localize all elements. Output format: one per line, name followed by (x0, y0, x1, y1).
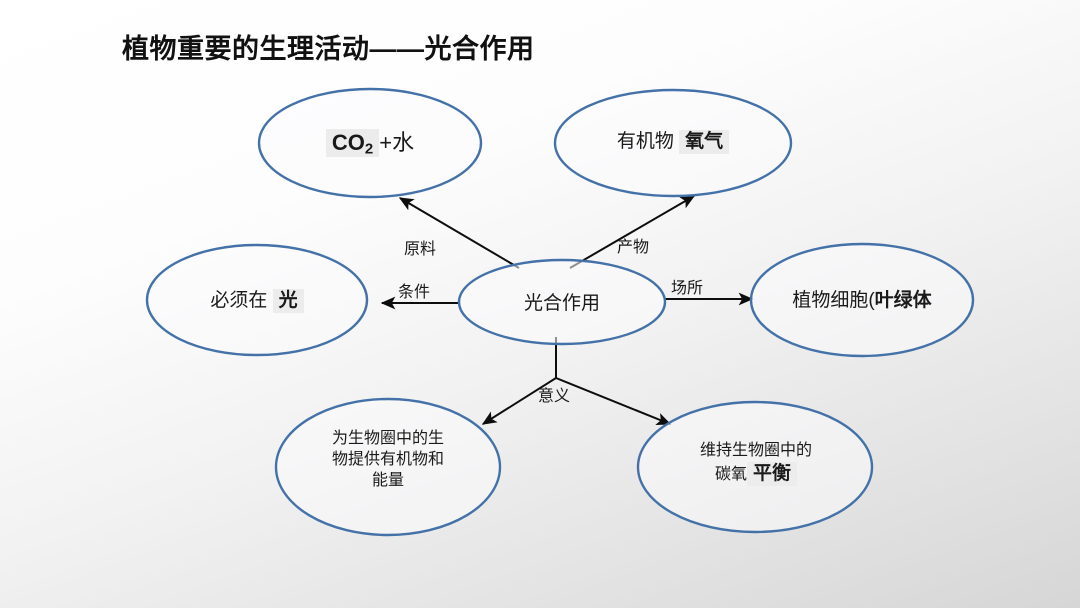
raw-material-suffix: +水 (379, 130, 415, 155)
edge-label-significance: 意义 (538, 388, 571, 405)
node-significance-right-label: 维持生物圈中的 碳氧平衡 (660, 440, 852, 487)
ellipse-significance-left[interactable] (274, 397, 502, 537)
condition-plain: 必须在 (210, 290, 268, 311)
node-product-label: 有机物 氧气 (573, 129, 773, 154)
location-highlight: 叶绿体 (874, 290, 932, 311)
location-plain: 植物细胞( (792, 290, 875, 311)
ellipse-condition[interactable] (145, 243, 369, 357)
edge-label-location: 场所 (671, 280, 704, 297)
connector-significance-left (481, 377, 557, 425)
connector-significance-right (555, 377, 672, 425)
significance-right-line2-plain: 碳氧 (714, 466, 747, 484)
significance-right-line1: 维持生物圈中的 (699, 442, 812, 459)
raw-material-formula: CO2 (325, 129, 380, 157)
product-highlight: 氧气 (679, 130, 730, 154)
product-plain: 有机物 (616, 131, 674, 152)
node-center-label: 光合作用 (462, 291, 662, 316)
node-location-label: 植物细胞(叶绿体 (762, 288, 962, 313)
significance-left-line1: 为生物圈中的生 (331, 430, 444, 447)
page-title: 植物重要的生理活动——光合作用 (122, 34, 535, 64)
connector-raw-material (398, 197, 520, 269)
node-raw-material-label: CO2+水 (270, 128, 470, 159)
edge-label-product: 产物 (617, 239, 650, 256)
node-condition-label: 必须在 光 (157, 288, 357, 313)
significance-right-line2-highlight: 平衡 (747, 462, 798, 487)
connector-product (569, 195, 696, 269)
edge-label-condition: 条件 (398, 284, 431, 301)
center-label-text: 光合作用 (523, 293, 600, 314)
ellipse-center[interactable] (457, 258, 667, 346)
edge-label-raw-material: 原料 (404, 241, 437, 258)
ellipse-location[interactable] (749, 242, 975, 358)
condition-highlight: 光 (272, 289, 304, 313)
node-significance-left-label: 为生物圈中的生 物提供有机物和 能量 (298, 428, 478, 491)
significance-left-line2: 物提供有机物和 (331, 451, 444, 469)
significance-left-line3: 能量 (371, 472, 404, 490)
ellipse-product[interactable] (553, 88, 793, 198)
